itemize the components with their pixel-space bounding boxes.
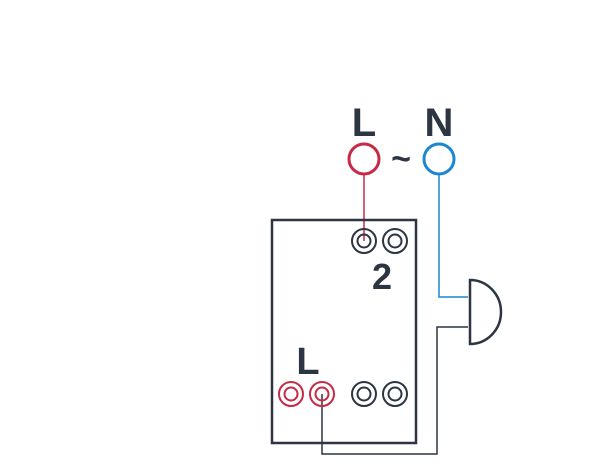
auxiliary-terminal-block xyxy=(351,381,408,407)
neutral-wire xyxy=(438,174,468,298)
line-terminal-a xyxy=(278,381,304,407)
aux-terminal-a xyxy=(351,381,377,407)
aux-terminal-a-inner xyxy=(356,386,372,402)
terminal-2a xyxy=(351,228,377,254)
aux-terminal-b xyxy=(382,381,408,407)
line-terminal-b xyxy=(309,381,335,407)
neutral-supply-label: N xyxy=(425,101,454,145)
line-terminal-block xyxy=(278,381,335,407)
terminal-2b-inner xyxy=(387,233,403,249)
load-return-wire xyxy=(321,326,468,455)
line-supply-terminal xyxy=(347,142,381,176)
terminal-2b xyxy=(382,228,408,254)
terminal-block-2 xyxy=(351,228,408,254)
line-supply-label: L xyxy=(352,101,376,145)
neutral-supply-terminal xyxy=(422,142,456,176)
ac-symbol: ~ xyxy=(391,140,411,178)
aux-terminal-b-inner xyxy=(387,386,403,402)
line-terminal-b-inner xyxy=(314,386,330,402)
terminal-2a-inner xyxy=(356,233,372,249)
line-terminal-label: L xyxy=(296,341,319,383)
device-housing xyxy=(270,218,418,445)
line-terminal-a-inner xyxy=(283,386,299,402)
load-symbol xyxy=(468,278,503,346)
terminal-block-2-label: 2 xyxy=(372,256,392,297)
